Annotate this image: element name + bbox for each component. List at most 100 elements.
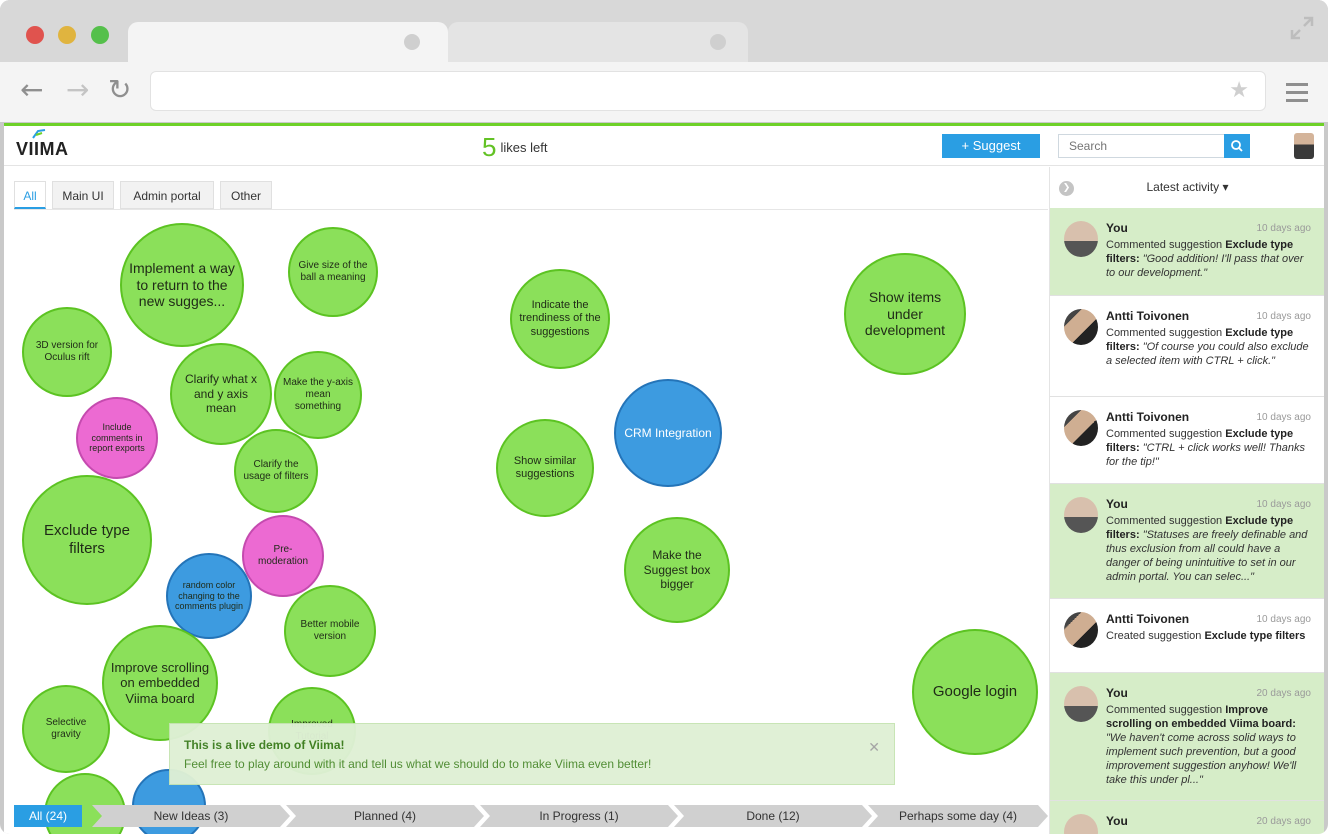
activity-quote: "CTRL + click works well! Thanks for the… <box>1106 442 1306 468</box>
activity-text: Commented suggestion Exclude type filter… <box>1106 514 1312 584</box>
activity-target: Exclude type filters: <box>1106 515 1294 541</box>
idea-bubble[interactable]: Show items under development <box>844 253 966 375</box>
idea-bubble[interactable]: Exclude type filters <box>22 475 152 605</box>
star-icon[interactable]: ★ <box>1229 78 1249 103</box>
logo-leaf-icon <box>32 129 46 139</box>
stage-all[interactable]: All (24) <box>14 805 82 827</box>
avatar <box>1064 612 1098 648</box>
activity-item[interactable]: Antti Toivonen 10 days ago Commented sug… <box>1050 397 1324 484</box>
idea-bubble[interactable]: CRM Integration <box>614 379 722 487</box>
browser-toolbar: ← → ↻ ★ <box>0 62 1328 122</box>
activity-target: Exclude type filters <box>1204 630 1306 642</box>
avatar <box>1064 309 1098 345</box>
activity-item[interactable]: Antti Toivonen 10 days ago Created sugge… <box>1050 599 1324 673</box>
idea-bubble[interactable]: Make the y-axis mean something <box>274 351 362 439</box>
stage-planned[interactable]: Planned (4) <box>286 805 484 827</box>
activity-user: You <box>1106 686 1128 700</box>
idea-bubble[interactable]: Make the Suggest box bigger <box>624 517 730 623</box>
collapse-arrow-icon[interactable]: ❯ <box>1059 181 1074 196</box>
activity-action: Commented suggestion <box>1106 239 1223 251</box>
activity-action: Commented suggestion <box>1106 515 1223 527</box>
latest-activity-dropdown[interactable]: Latest activity ▾ <box>1146 180 1229 194</box>
activity-target: Improve scrolling on embedded Viima boar… <box>1106 704 1296 730</box>
activity-text: Commented suggestion Exclude type filter… <box>1106 238 1312 280</box>
idea-bubble[interactable]: Improve scrolling on embedded Viima boar… <box>102 625 218 741</box>
menu-icon[interactable] <box>1286 82 1308 102</box>
activity-text: Created suggestion Exclude type filters <box>1106 629 1312 643</box>
activity-time: 10 days ago <box>1256 499 1312 510</box>
avatar <box>1064 497 1098 533</box>
activity-action: Commented suggestion <box>1106 327 1223 339</box>
activity-time: 10 days ago <box>1256 614 1312 625</box>
minimize-window-button[interactable] <box>58 26 76 44</box>
activity-user: Antti Toivonen <box>1106 309 1190 323</box>
idea-bubble[interactable]: Give size of the ball a meaning <box>288 227 378 317</box>
likes-label: likes left <box>500 140 548 155</box>
idea-board: All Main UI Admin portal Other Implement… <box>4 167 1048 834</box>
stage-done[interactable]: Done (12) <box>674 805 872 827</box>
idea-bubble[interactable]: random color changing to the comments pl… <box>166 553 252 639</box>
activity-quote: "We haven't come across solid ways to im… <box>1106 732 1297 786</box>
activity-quote: "Good addition! I'll pass that over to o… <box>1106 253 1304 279</box>
activity-text: Commented suggestion Exclude type filter… <box>1106 427 1312 469</box>
search-button[interactable] <box>1224 134 1250 158</box>
idea-bubble[interactable]: Selective gravity <box>22 685 110 773</box>
forward-arrow-icon[interactable]: → <box>66 73 90 106</box>
address-bar[interactable]: ★ <box>150 71 1266 111</box>
expand-icon[interactable] <box>1290 16 1314 40</box>
stage-new-ideas[interactable]: New Ideas (3) <box>92 805 290 827</box>
activity-time: 10 days ago <box>1256 412 1312 423</box>
activity-item[interactable]: You 10 days ago Commented suggestion Exc… <box>1050 484 1324 599</box>
divider <box>14 209 1048 210</box>
avatar <box>1064 814 1098 834</box>
activity-text: Commented suggestion Improve scrolling o… <box>1106 703 1312 787</box>
activity-item[interactable]: You 20 days ago <box>1050 801 1324 834</box>
search-icon <box>1231 140 1243 152</box>
idea-bubble[interactable]: Indicate the trendiness of the suggestio… <box>510 269 610 369</box>
activity-target: Exclude type filters: <box>1106 327 1294 353</box>
activity-user: You <box>1106 497 1128 511</box>
back-arrow-icon[interactable]: ← <box>20 73 44 106</box>
suggest-button[interactable]: + Suggest <box>942 134 1040 158</box>
stage-in-progress[interactable]: In Progress (1) <box>480 805 678 827</box>
idea-bubble[interactable]: Show similar suggestions <box>496 419 594 517</box>
activity-item[interactable]: Antti Toivonen 10 days ago Commented sug… <box>1050 296 1324 397</box>
tab-admin-portal[interactable]: Admin portal <box>120 181 214 209</box>
browser-tab-active[interactable] <box>128 22 448 66</box>
idea-bubble[interactable]: Implement a way to return to the new sug… <box>120 223 244 347</box>
reload-icon[interactable]: ↻ <box>108 73 132 106</box>
activity-time: 20 days ago <box>1256 816 1312 827</box>
tab-all[interactable]: All <box>14 181 46 209</box>
search-input[interactable] <box>1059 135 1223 157</box>
stage-filter-bar: All (24) New Ideas (3) Planned (4) In Pr… <box>14 805 1048 831</box>
notice-body: Feel free to play around with it and tel… <box>184 757 652 771</box>
likes-count: 5 <box>482 132 497 162</box>
activity-quote: "Of course you could also exclude a sele… <box>1106 341 1309 367</box>
idea-bubble[interactable]: Clarify the usage of filters <box>234 429 318 513</box>
activity-time: 20 days ago <box>1256 688 1312 699</box>
tab-close-icon[interactable] <box>404 34 420 50</box>
tab-main-ui[interactable]: Main UI <box>52 181 114 209</box>
idea-bubble[interactable]: Google login <box>912 629 1038 755</box>
activity-user: Antti Toivonen <box>1106 612 1190 626</box>
viima-logo[interactable]: VIIMA <box>16 139 69 159</box>
activity-item[interactable]: You 20 days ago Commented suggestion Imp… <box>1050 673 1324 801</box>
maximize-window-button[interactable] <box>91 26 109 44</box>
tab-other[interactable]: Other <box>220 181 272 209</box>
idea-bubble[interactable]: Clarify what x and y axis mean <box>170 343 272 445</box>
idea-bubble[interactable]: 3D version for Oculus rift <box>22 307 112 397</box>
browser-tab-inactive[interactable] <box>448 22 748 66</box>
user-avatar[interactable] <box>1294 133 1314 159</box>
idea-bubble[interactable]: Pre-moderation <box>242 515 324 597</box>
activity-user: Antti Toivonen <box>1106 410 1190 424</box>
stage-perhaps-some-day[interactable]: Perhaps some day (4) <box>868 805 1048 827</box>
tab-close-icon[interactable] <box>710 34 726 50</box>
idea-bubble[interactable]: Include comments in report exports <box>76 397 158 479</box>
close-window-button[interactable] <box>26 26 44 44</box>
close-icon[interactable]: ✕ <box>868 740 880 756</box>
idea-bubble[interactable]: Better mobile version <box>284 585 376 677</box>
avatar <box>1064 410 1098 446</box>
activity-item[interactable]: You 10 days ago Commented suggestion Exc… <box>1050 208 1324 296</box>
